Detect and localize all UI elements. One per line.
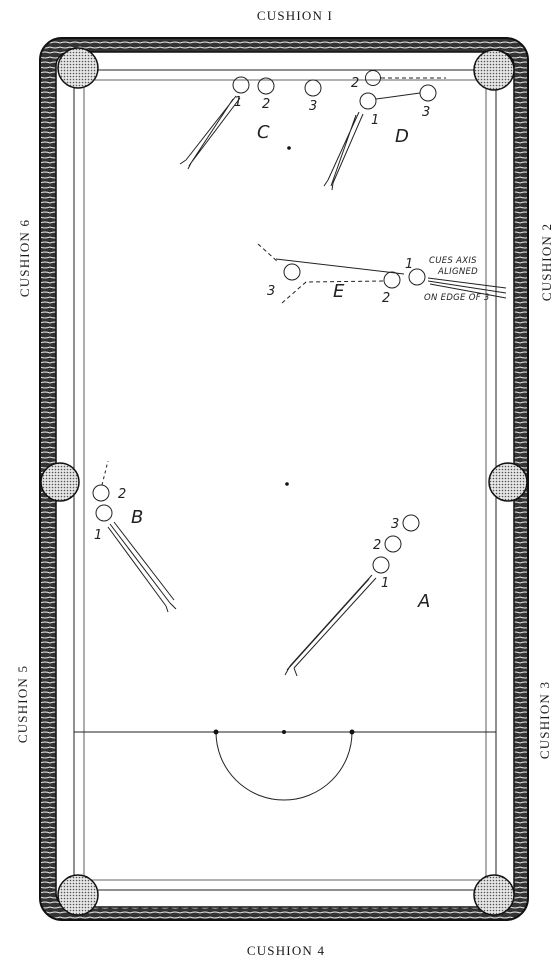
ball-number: 1 [234,95,242,110]
centre-spot [285,482,289,486]
ball [95,504,113,522]
diagram-d [323,70,446,191]
aim-line [275,258,405,275]
diagram-label-e: E [333,281,345,302]
pocket-bottom-right [473,874,515,916]
baulk-d-semicircle [215,731,353,801]
ball-number: 3 [391,517,399,532]
cushion-left-upper-label: CUSHION 6 [17,219,32,297]
dashed-aim-line [101,460,109,486]
pockets [40,47,528,916]
diagram-label-c: C [257,122,270,143]
annotation-aligned: ALIGNED [437,267,478,277]
diagram-label-d: D [395,126,409,147]
annotation-cues-axis: CUES AXIS [429,256,477,266]
aim-line [375,92,421,100]
pocket-bottom-left [57,874,99,916]
cue-stick [107,521,175,607]
ball-number: 2 [373,538,381,553]
ball-number: 2 [351,76,359,91]
cushion-top-label: CUSHION I [257,8,333,23]
ball-number: 3 [422,105,430,120]
pocket-middle-right [488,462,528,502]
ball [383,271,401,289]
annotation-on-edge-of-3: ON EDGE OF 3 [424,293,490,303]
table-frame [39,37,529,921]
playing-surface [73,69,497,891]
cue-stick [327,111,364,187]
dashed-aim-line [257,243,279,263]
pocket-middle-left [40,462,80,502]
spot [282,730,286,734]
cushion-left-lower-label: CUSHION 5 [15,665,30,743]
ball [402,514,420,532]
ball [283,263,301,281]
ball-number: 1 [94,528,102,543]
cushion-right-upper-label: CUSHION 2 [539,223,554,301]
ball [408,268,426,286]
diagram-label-b: B [131,507,143,528]
ball [304,79,322,97]
cushion-bottom-label: CUSHION 4 [247,943,325,958]
ball [232,76,250,94]
ball [359,92,377,110]
diagram-e [257,243,507,304]
ball-number: 1 [371,113,379,128]
ball-number: 3 [309,99,317,114]
cue-stick [185,95,241,167]
diagram-c [179,76,322,170]
diagram-b [92,460,177,613]
cue-tip [323,179,334,191]
cushion-right-lower-label: CUSHION 3 [537,681,552,759]
cushion-labels: CUSHION I CUSHION 4 CUSHION 2 CUSHION 3 … [15,8,554,958]
cue-tip [284,665,298,677]
diagram-a [284,514,420,677]
baulk-area [74,146,496,801]
cue-stick [286,574,377,671]
dashed-path [281,280,385,304]
ball-number: 2 [262,97,270,112]
ball-number: 3 [267,284,275,299]
spot [213,729,219,735]
cue-tip [165,602,177,613]
spot [349,729,355,735]
ball-number: 1 [405,257,413,272]
ball-number: 1 [381,576,389,591]
ball-number: 2 [382,291,390,306]
ball [384,535,402,553]
pyramid-spot [287,146,291,150]
pocket-top-right [473,49,515,91]
ball [372,556,390,574]
pocket-top-left [57,47,99,89]
ball [365,70,381,86]
cue-tip [179,159,192,170]
ball [257,77,275,95]
ball [92,484,110,502]
ball-number: 2 [118,487,126,502]
diagram-label-a: A [417,591,430,612]
cue-stick [427,277,507,299]
